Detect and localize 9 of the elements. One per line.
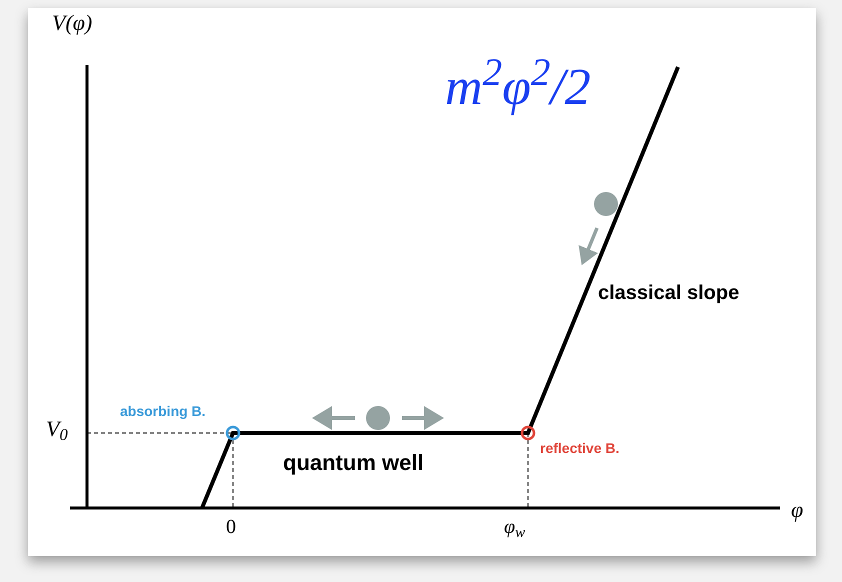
tick-label: 0 — [226, 515, 236, 540]
tick-label: φ$_{w}$ — [504, 515, 526, 542]
axis-label: φ — [791, 496, 804, 524]
region-label: quantum well — [283, 449, 424, 477]
axis-label: V(φ) — [52, 9, 92, 37]
boundary-label: absorbing B. — [120, 402, 206, 421]
tick-label: V$_{0}$ — [46, 418, 68, 440]
region-label: classical slope — [598, 281, 740, 306]
boundary-label: reflective B. — [540, 439, 620, 458]
